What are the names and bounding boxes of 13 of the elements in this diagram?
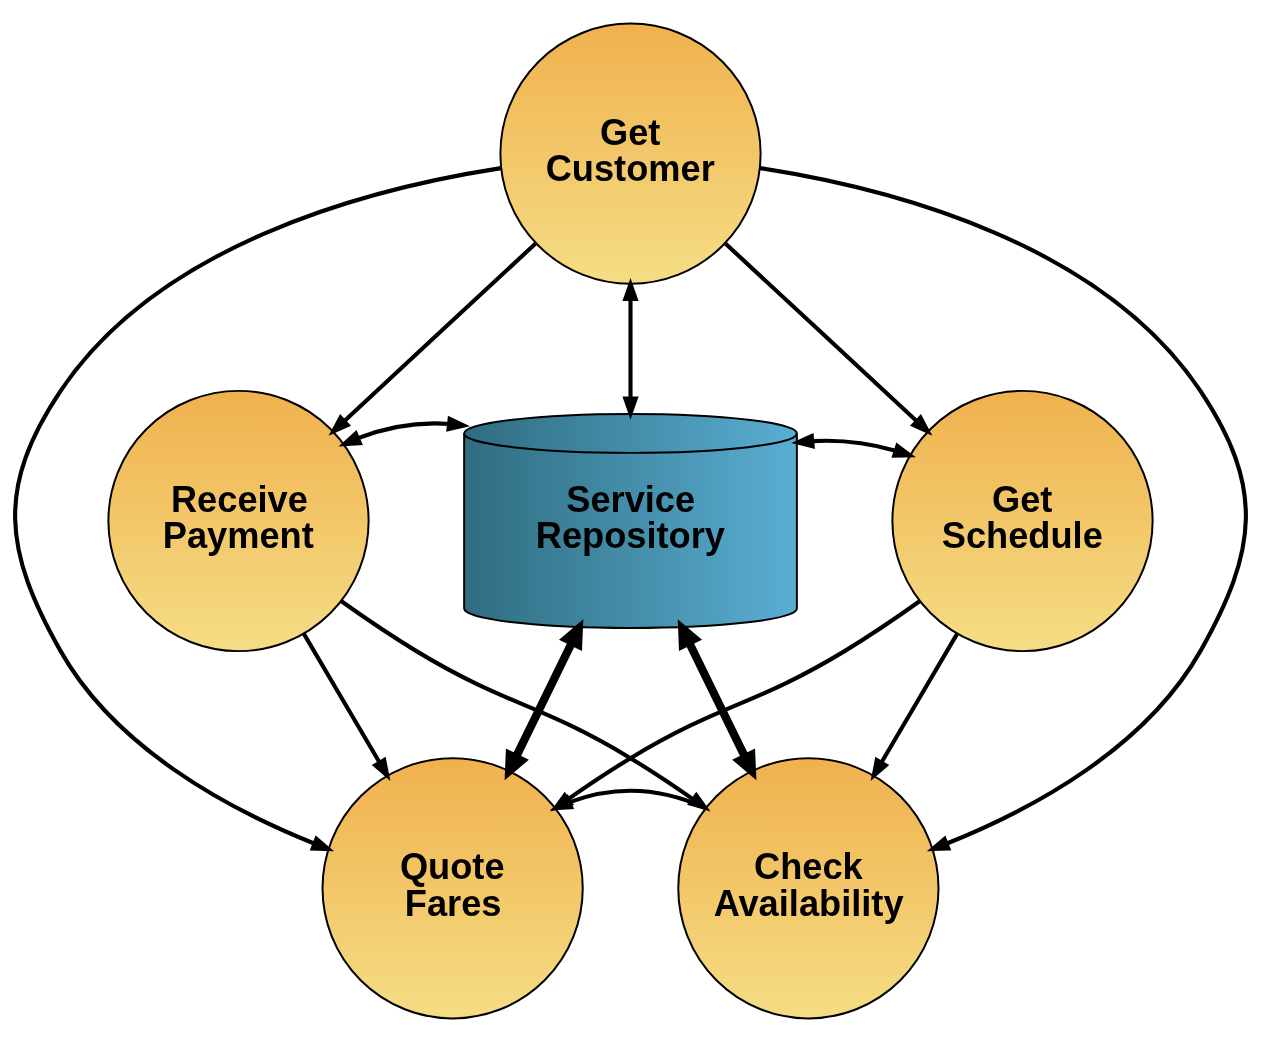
- arrow: [791, 432, 916, 458]
- arrow: [677, 618, 757, 780]
- arrow: [13, 165, 502, 851]
- arrow: [338, 415, 471, 447]
- node-circle: Receive Payment: [107, 389, 370, 652]
- arrow: [870, 632, 959, 781]
- arrow: [724, 241, 933, 436]
- arrow: [328, 241, 537, 436]
- arrow: [622, 277, 639, 420]
- arrow: [302, 632, 391, 781]
- node-circle: Get Customer: [499, 22, 762, 285]
- arrow: [504, 618, 584, 780]
- arrow: [759, 165, 1248, 851]
